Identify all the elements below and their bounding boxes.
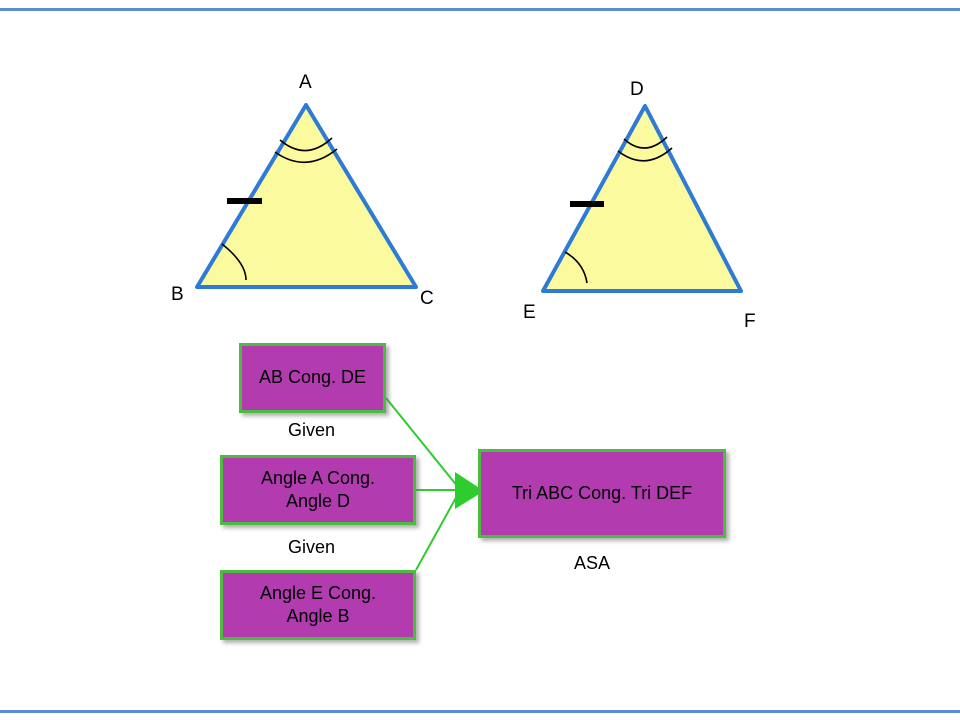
- reason-label-given-2: Given: [288, 537, 336, 557]
- statement-box-angle-e-cong-angle-b: Angle E Cong. Angle B: [220, 570, 416, 640]
- conclusion-box-tri-abc-cong-tri-def: Tri ABC Cong. Tri DEF: [478, 449, 726, 538]
- angle-a-arc-1: [279, 137, 333, 152]
- angle-a-arc-2: [274, 148, 338, 164]
- merge-arrowhead-icon: [455, 472, 484, 509]
- statement-box-ab-cong-de: AB Cong. DE: [239, 343, 386, 413]
- triangle-def: [541, 104, 743, 293]
- statement-box-angle-a-cong-angle-d: Angle A Cong. Angle D: [220, 455, 416, 525]
- vertex-label-a: A: [299, 72, 312, 93]
- vertex-label-e: E: [523, 302, 536, 323]
- angle-d-arc-1: [623, 136, 668, 149]
- angle-e-arc: [564, 251, 588, 284]
- connector-from-box-angle-eb: [415, 493, 459, 571]
- angle-b-arc: [221, 243, 247, 281]
- slide-bottom-border: [0, 710, 960, 713]
- angle-d-arc-2: [617, 147, 673, 162]
- reason-label-given-1: Given: [288, 420, 336, 440]
- vertex-label-f: F: [744, 311, 756, 332]
- connector-from-box-ab: [385, 397, 459, 488]
- vertex-label-d: D: [630, 79, 644, 100]
- vertex-label-c: C: [420, 288, 434, 309]
- slide-top-border: [0, 8, 960, 11]
- triangle-abc: [195, 103, 418, 289]
- reason-label-asa: ASA: [574, 553, 611, 573]
- vertex-label-b: B: [171, 284, 184, 305]
